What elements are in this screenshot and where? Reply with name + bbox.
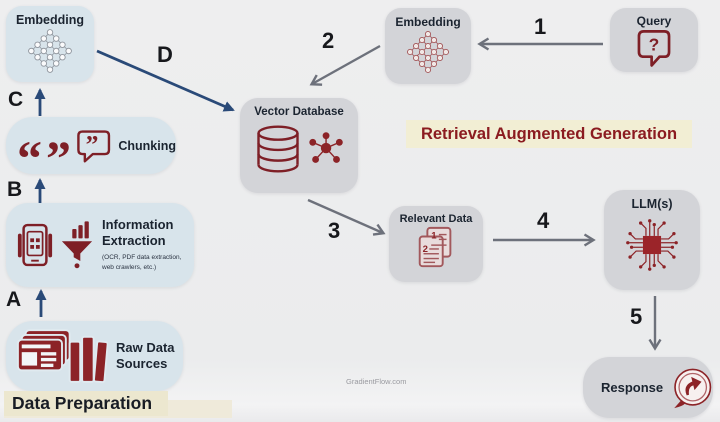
numbered-documents-icon: 1 2: [418, 226, 452, 268]
embedding-top-label: Embedding: [395, 15, 461, 29]
arrow-3: [307, 198, 386, 236]
question-bubble-icon: ?: [637, 30, 671, 67]
chip-icon: [626, 219, 678, 271]
flow-label-d: D: [157, 42, 173, 67]
chunking-node: “ ” ” Chunking: [6, 117, 176, 183]
vector-database-node: Vector Database: [240, 98, 358, 193]
neural-network-icon: [28, 29, 72, 73]
svg-text:”: ”: [86, 129, 99, 158]
flow-label-b: B: [7, 178, 23, 201]
query-label: Query: [636, 14, 672, 28]
embedding-left-node: Embedding: [6, 6, 94, 82]
llm-label: LLM(s): [631, 197, 673, 211]
query-node: Query ?: [610, 8, 698, 72]
svg-text:?: ?: [649, 34, 660, 54]
flow-label-c: C: [8, 88, 24, 111]
relevant-data-label: Relevant Data: [399, 213, 473, 225]
flow-label-4: 4: [537, 208, 550, 233]
flow-label-5: 5: [630, 304, 643, 329]
extraction-funnel-icon: [61, 221, 93, 269]
vector-cluster-icon: [309, 132, 343, 163]
response-label: Response: [601, 380, 664, 395]
neural-network-icon: [407, 31, 449, 73]
quote-bubble-icon: ”: [77, 129, 111, 162]
flow-label-1: 1: [534, 14, 547, 39]
embedding-top-node: Embedding: [385, 8, 471, 84]
reply-bubble-icon: [674, 368, 712, 408]
data-preparation-label: Data Preparation: [12, 393, 153, 413]
flow-label-a: A: [6, 288, 22, 311]
flow-label-3: 3: [328, 218, 341, 243]
information-extraction-subtext: (OCR, PDF data extraction,web crawlers, …: [102, 254, 182, 272]
data-preparation-banner: Data Preparation: [4, 391, 168, 416]
vector-database-label: Vector Database: [254, 106, 344, 118]
watermark: GradientFlow.com: [346, 377, 407, 386]
flow-label-2: 2: [322, 28, 335, 53]
diagram-title-banner: Retrieval Augmented Generation: [406, 120, 692, 148]
relevant-data-node: Relevant Data 1 2: [389, 206, 483, 282]
embedding-left-label: Embedding: [15, 13, 85, 27]
llm-node: LLM(s): [604, 190, 700, 290]
documents-stack-icon: [16, 329, 108, 384]
chunking-label: Chunking: [118, 138, 176, 153]
svg-text:1: 1: [431, 230, 437, 241]
response-node: Response: [583, 357, 713, 418]
svg-text:2: 2: [423, 244, 428, 255]
arrow-2: [309, 44, 381, 86]
diagram-title: Retrieval Augmented Generation: [420, 124, 678, 143]
ocr-scan-icon: [17, 223, 53, 267]
database-icon: [257, 125, 299, 173]
arrow-d: [96, 49, 235, 112]
